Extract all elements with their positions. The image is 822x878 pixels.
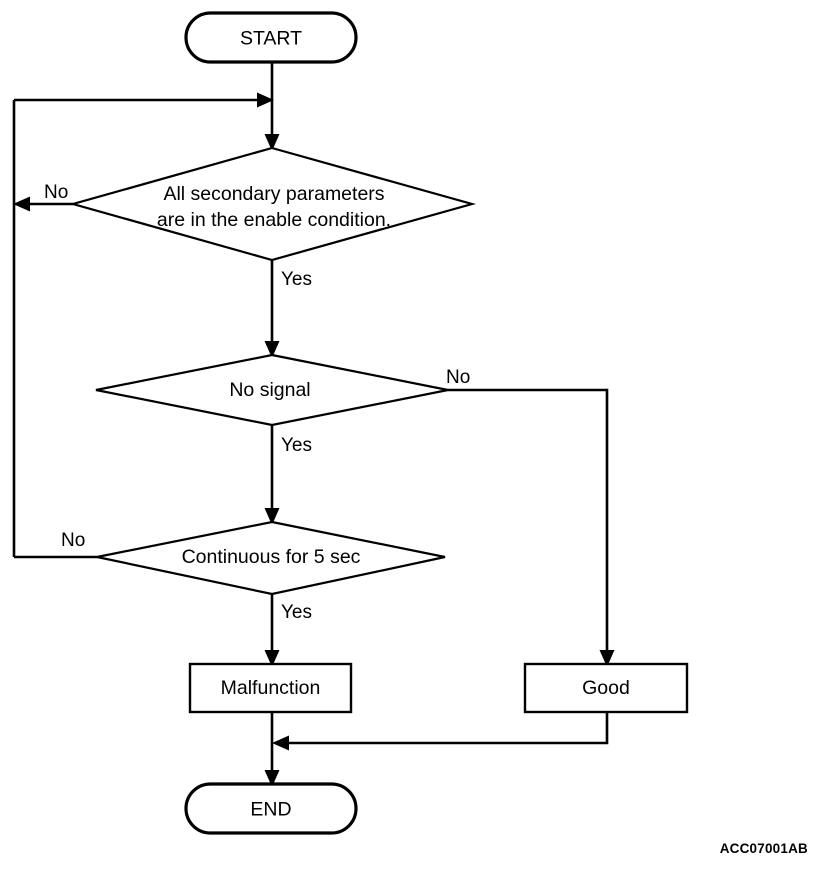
continuous-diamond-shape: [96, 520, 446, 596]
end-terminator-shape: [184, 782, 358, 835]
node-decision-continuous[interactable]: Continuous for 5 sec: [96, 520, 446, 596]
good-box-shape: [523, 662, 689, 714]
arrowhead-icon: [257, 92, 274, 108]
node-decision-no-signal[interactable]: No signal: [95, 353, 449, 427]
secondary-parameters-diamond-shape: [68, 146, 477, 262]
edge-start-to-secondary: [264, 62, 280, 151]
no-signal-label: No signal: [229, 379, 310, 401]
edge-label-continuous-no: No: [61, 530, 85, 551]
edge-label-secondary-yes: Yes: [281, 269, 312, 290]
arrowhead-icon: [264, 134, 280, 151]
edge-label-no-signal-no: No: [446, 367, 470, 388]
arrowhead-icon: [272, 735, 289, 751]
edge-label-no-signal-yes: Yes: [281, 435, 312, 456]
malfunction-box-shape: [188, 662, 353, 714]
malfunction-label: Malfunction: [221, 677, 321, 699]
edge-secondary-yes: [264, 260, 280, 358]
edge-continuous-yes: [264, 594, 280, 667]
node-malfunction[interactable]: Malfunction: [188, 662, 353, 714]
secondary-parameters-label-line1: All secondary parameters: [163, 183, 384, 205]
edge-loopback-to-start-line: [14, 92, 274, 108]
end-label: END: [250, 799, 291, 821]
arrowhead-icon: [264, 341, 280, 358]
edge-no-signal-yes: [264, 425, 280, 525]
good-label: Good: [582, 677, 630, 699]
no-signal-diamond-shape: [95, 353, 449, 427]
continuous-label: Continuous for 5 sec: [182, 546, 361, 568]
edge-good-to-end-merge: [272, 712, 609, 751]
arrowhead-icon: [599, 650, 615, 667]
edge-label-secondary-no: No: [44, 182, 68, 203]
arrowhead-icon: [264, 650, 280, 667]
start-terminator-shape: [184, 11, 358, 64]
secondary-parameters-label-line2: are in the enable condition.: [157, 209, 391, 231]
edge-no-signal-no: [448, 388, 615, 667]
figure-reference-code: ACC07001AB: [719, 841, 808, 856]
node-start[interactable]: START: [184, 11, 358, 64]
node-good[interactable]: Good: [523, 662, 689, 714]
arrowhead-icon: [264, 508, 280, 525]
edge-label-continuous-yes: Yes: [281, 602, 312, 623]
node-end[interactable]: END: [184, 782, 358, 835]
start-label: START: [240, 28, 302, 50]
node-decision-secondary-parameters[interactable]: All secondary parameters are in the enab…: [68, 146, 477, 262]
arrowhead-icon: [264, 770, 280, 787]
edge-secondary-no: [13, 196, 73, 212]
edge-malfunction-to-end: [264, 712, 280, 787]
arrowhead-icon: [13, 196, 30, 212]
